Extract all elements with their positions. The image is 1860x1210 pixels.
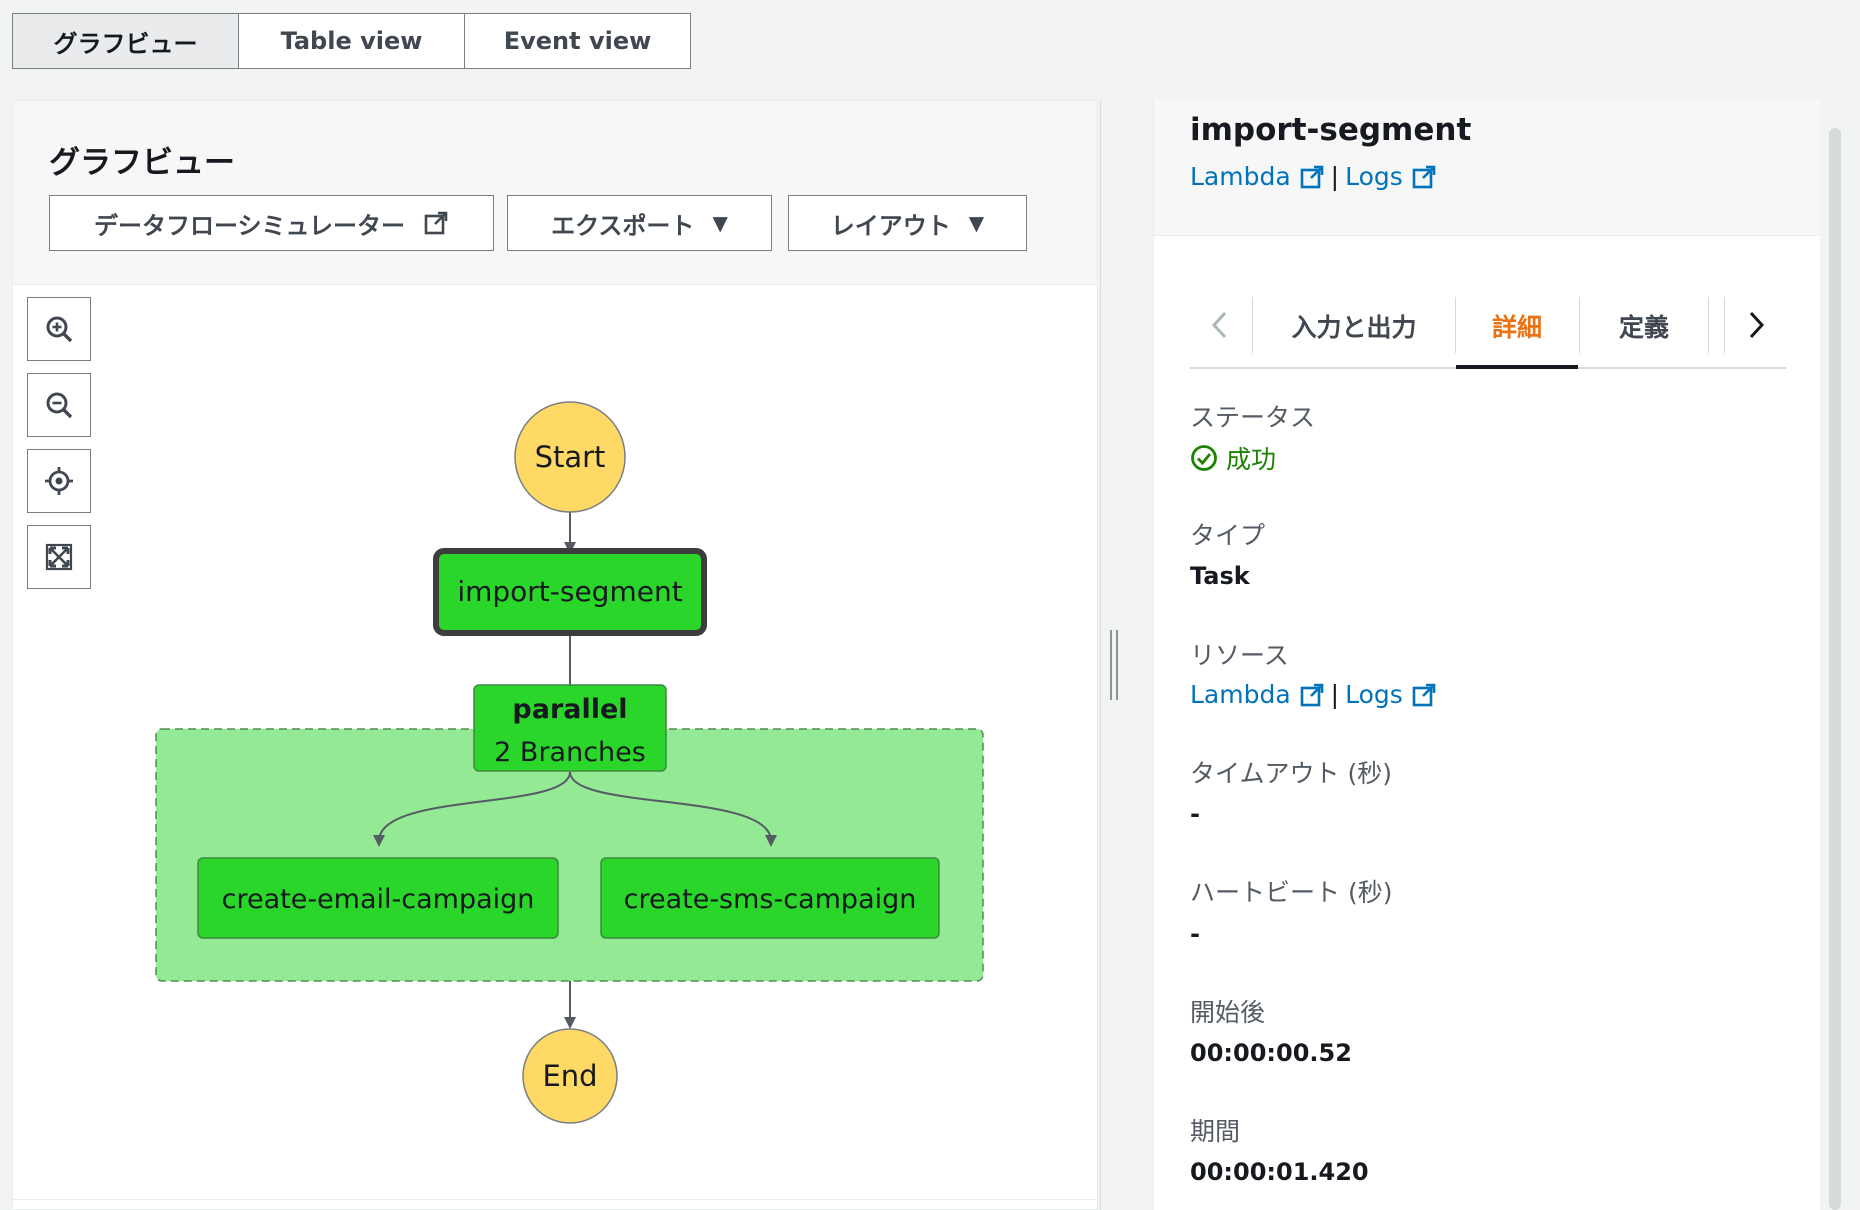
- graph-panel-title: グラフビュー: [49, 145, 235, 181]
- start-node[interactable]: Start: [514, 401, 626, 513]
- type-value: Task: [1190, 562, 1250, 590]
- detail-tabs: 入力と出力 詳細 定義: [1190, 285, 1786, 369]
- header-lambda-link[interactable]: Lambda: [1190, 162, 1325, 191]
- header-links: Lambda | Logs: [1190, 162, 1437, 191]
- resource-logs-label: Logs: [1345, 680, 1403, 709]
- tab-table-view[interactable]: Table view: [238, 13, 465, 69]
- tab-divider: [1708, 297, 1709, 353]
- tab-definition[interactable]: 定義: [1618, 313, 1669, 342]
- duration-label: 期間: [1190, 1117, 1241, 1146]
- external-link-icon: [424, 211, 448, 235]
- simulator-button[interactable]: データフローシミュレーター: [49, 195, 494, 251]
- header-logs-label: Logs: [1345, 162, 1403, 191]
- simulator-button-label: データフローシミュレーター: [93, 211, 406, 240]
- type-label: タイプ: [1190, 521, 1266, 550]
- header-lambda-label: Lambda: [1190, 162, 1291, 191]
- scrollbar-thumb[interactable]: [1829, 128, 1841, 1210]
- start-node-label: Start: [535, 440, 606, 474]
- resource-links: Lambda | Logs: [1190, 680, 1437, 709]
- export-button-label: エクスポート: [551, 211, 695, 240]
- tab-divider: [1252, 297, 1253, 353]
- divider: [13, 1199, 1097, 1200]
- timeout-label: タイムアウト (秒): [1190, 759, 1392, 788]
- tab-graph-view[interactable]: グラフビュー: [12, 13, 239, 69]
- graph-panel-header: グラフビュー データフローシミュレーター エクスポート ▼ レイアウト ▼: [13, 101, 1097, 285]
- export-button[interactable]: エクスポート ▼: [507, 195, 772, 251]
- parallel-node-subtitle: 2 Branches: [494, 737, 646, 768]
- details-panel-header: import-segment Lambda | Logs: [1154, 100, 1821, 236]
- duration-value: 00:00:01.420: [1190, 1158, 1369, 1186]
- layout-button[interactable]: レイアウト ▼: [788, 195, 1027, 251]
- started-after-label: 開始後: [1190, 998, 1266, 1027]
- panel-divider: [1100, 100, 1101, 1210]
- tab-input-output[interactable]: 入力と出力: [1291, 313, 1417, 342]
- end-node-label: End: [542, 1059, 597, 1093]
- tabs-scroll-left-button[interactable]: [1190, 295, 1250, 355]
- started-after-value: 00:00:00.52: [1190, 1039, 1352, 1067]
- tab-divider: [1455, 297, 1456, 353]
- check-circle-icon: [1191, 445, 1217, 471]
- heartbeat-value: -: [1190, 920, 1200, 948]
- end-node[interactable]: End: [522, 1028, 618, 1124]
- resource-label: リソース: [1190, 641, 1289, 670]
- external-link-icon: [1412, 165, 1436, 188]
- layout-button-label: レイアウト: [830, 211, 951, 240]
- state-machine-graph: Start import-segment parallel 2 Branches…: [155, 401, 984, 1124]
- link-separator: |: [1330, 162, 1340, 191]
- external-link-icon: [1412, 683, 1436, 706]
- tab-event-view[interactable]: Event view: [464, 13, 691, 69]
- caret-down-icon: ▼: [968, 211, 985, 235]
- zoom-in-icon: [46, 316, 73, 343]
- fit-view-button[interactable]: [27, 525, 91, 589]
- external-link-icon: [1300, 683, 1323, 706]
- import-segment-node[interactable]: import-segment: [433, 548, 707, 636]
- center-button[interactable]: [27, 449, 91, 513]
- fit-icon: [45, 543, 73, 571]
- chevron-left-icon: [1211, 311, 1227, 339]
- details-title: import-segment: [1190, 112, 1472, 148]
- create-email-campaign-node-label: create-email-campaign: [222, 884, 535, 915]
- edge-parallel-email: [373, 771, 571, 847]
- link-separator: |: [1330, 680, 1340, 709]
- external-link-icon: [1300, 165, 1323, 188]
- heartbeat-label: ハートビート (秒): [1190, 878, 1393, 907]
- view-switcher: グラフビュー Table view Event view: [12, 13, 691, 69]
- zoom-out-icon: [46, 392, 73, 419]
- chevron-right-icon: [1749, 311, 1765, 339]
- parallel-node-title: parallel: [512, 694, 627, 725]
- tabs-scroll-right-button[interactable]: [1726, 295, 1786, 355]
- zoom-out-button[interactable]: [27, 373, 91, 437]
- tab-details[interactable]: 詳細: [1456, 285, 1578, 369]
- tab-divider: [1579, 297, 1580, 353]
- center-icon: [45, 467, 73, 495]
- details-panel: import-segment Lambda | Logs: [1153, 100, 1821, 1210]
- tab-divider: [1724, 297, 1725, 353]
- header-logs-link[interactable]: Logs: [1345, 162, 1437, 191]
- status-value: 成功: [1226, 445, 1277, 474]
- resource-logs-link[interactable]: Logs: [1345, 680, 1437, 709]
- edge-parallel-sms: [569, 771, 777, 847]
- caret-down-icon: ▼: [712, 211, 728, 235]
- resource-lambda-label: Lambda: [1190, 680, 1291, 709]
- import-segment-node-label: import-segment: [457, 575, 682, 608]
- create-sms-campaign-node-label: create-sms-campaign: [624, 884, 917, 915]
- create-sms-campaign-node[interactable]: create-sms-campaign: [600, 857, 940, 939]
- parallel-node[interactable]: parallel 2 Branches: [473, 684, 667, 772]
- zoom-in-button[interactable]: [27, 297, 91, 361]
- resize-handle[interactable]: [1110, 630, 1118, 700]
- status-label: ステータス: [1190, 403, 1316, 432]
- create-email-campaign-node[interactable]: create-email-campaign: [197, 857, 559, 939]
- timeout-value: -: [1190, 800, 1200, 828]
- status-badge: 成功: [1190, 440, 1276, 476]
- resource-lambda-link[interactable]: Lambda: [1190, 680, 1325, 709]
- graph-panel: グラフビュー データフローシミュレーター エクスポート ▼ レイアウト ▼: [12, 100, 1098, 1210]
